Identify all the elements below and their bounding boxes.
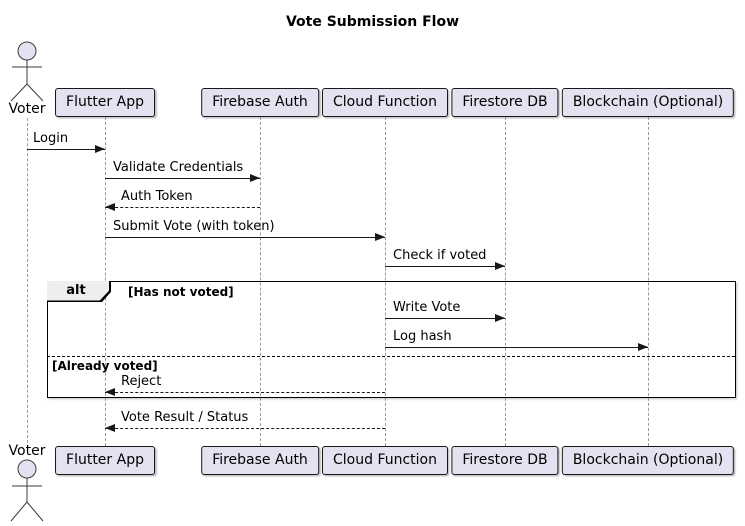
message-label-log-hash: Log hash: [393, 329, 452, 344]
arrowhead-right-icon: [495, 262, 505, 270]
alt-operator-pentagon-fill: [47, 281, 109, 301]
message-line-vote-result: [105, 428, 385, 429]
message-label-vote-result: Vote Result / Status: [121, 410, 249, 425]
participant-firebase-auth-top: Firebase Auth: [201, 88, 319, 117]
arrowhead-right-icon: [95, 145, 105, 153]
actor-label-top: Voter: [8, 101, 46, 117]
message-label-write-vote: Write Vote: [393, 300, 461, 315]
message-line-submit-vote: [105, 237, 385, 238]
participant-flutter-app-bottom: Flutter App: [55, 446, 155, 475]
arrowhead-right-icon: [495, 314, 505, 322]
message-line-validate-credentials: [105, 178, 260, 179]
message-line-login: [27, 149, 105, 150]
message-label-validate-credentials: Validate Credentials: [113, 160, 244, 175]
arrowhead-left-icon: [105, 203, 115, 211]
participant-cloud-function-top: Cloud Function: [322, 88, 448, 117]
message-line-auth-token: [105, 207, 260, 208]
arrowhead-right-icon: [375, 233, 385, 241]
message-label-submit-vote: Submit Vote (with token): [113, 219, 275, 234]
message-line-write-vote: [385, 318, 505, 319]
message-label-check-if-voted: Check if voted: [393, 248, 487, 263]
alt-else-divider: [47, 356, 735, 357]
actor-label-bottom: Voter: [8, 443, 46, 459]
alt-guard-already-voted: [Already voted]: [52, 359, 158, 373]
participant-blockchain-bottom: Blockchain (Optional): [561, 446, 735, 475]
participant-cloud-function-bottom: Cloud Function: [322, 446, 448, 475]
participant-firestore-db-top: Firestore DB: [451, 88, 559, 117]
arrowhead-left-icon: [105, 424, 115, 432]
arrowhead-right-icon: [638, 343, 648, 351]
participant-firestore-db-bottom: Firestore DB: [451, 446, 559, 475]
alt-operator-label: alt: [66, 283, 86, 298]
actor-icon: [10, 41, 44, 102]
participant-blockchain-top: Blockchain (Optional): [561, 88, 735, 117]
message-line-log-hash: [385, 347, 648, 348]
alt-operator-pentagon: [47, 281, 111, 302]
actor-icon: [10, 459, 44, 522]
lifeline-voter: [27, 118, 28, 443]
message-label-login: Login: [33, 131, 69, 146]
diagram-title: Vote Submission Flow: [285, 14, 460, 30]
message-line-reject: [105, 392, 385, 393]
arrowhead-right-icon: [250, 174, 260, 182]
participant-flutter-app-top: Flutter App: [55, 88, 155, 117]
alt-fragment-frame: alt [Has not voted] [Already voted]: [47, 281, 736, 398]
alt-guard-has-not-voted: [Has not voted]: [128, 285, 234, 299]
message-label-auth-token: Auth Token: [121, 189, 193, 204]
message-label-reject: Reject: [121, 374, 162, 389]
message-line-check-if-voted: [385, 266, 505, 267]
participant-firebase-auth-bottom: Firebase Auth: [201, 446, 319, 475]
arrowhead-left-icon: [105, 388, 115, 396]
